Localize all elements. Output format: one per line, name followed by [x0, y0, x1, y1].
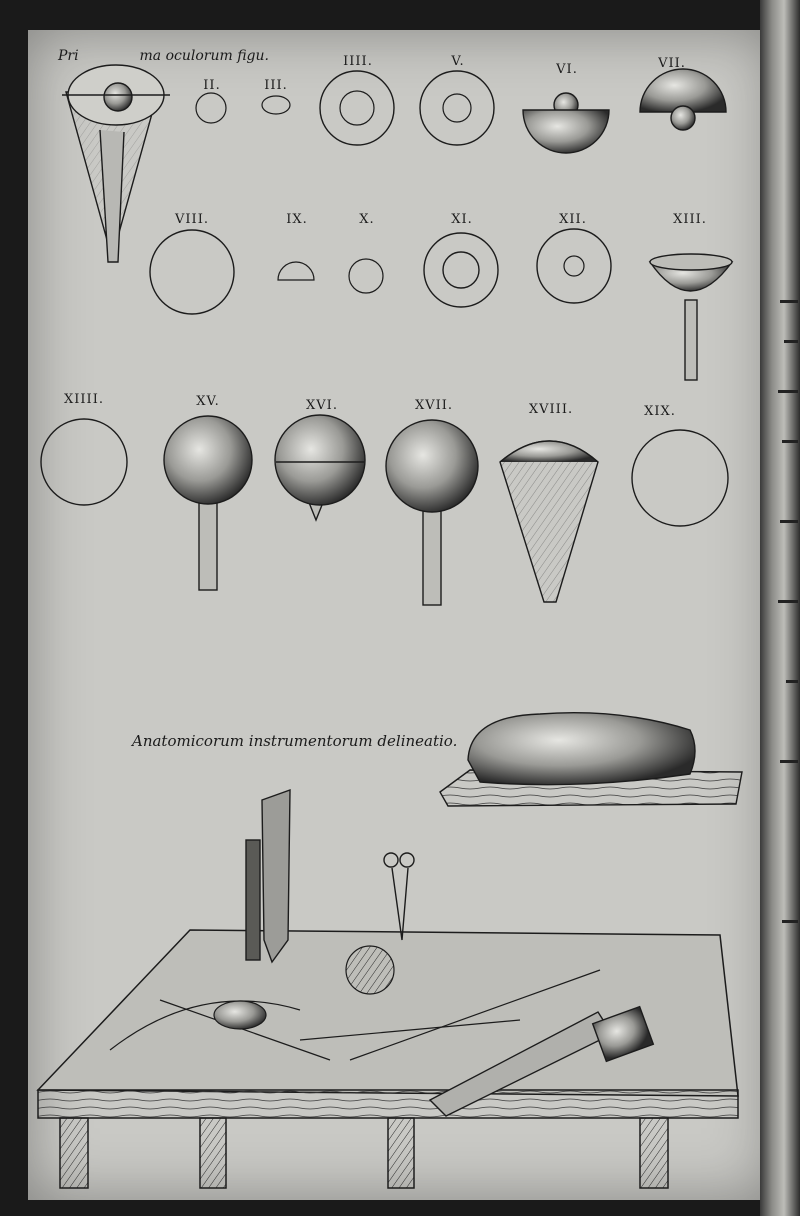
fig-label-3: III. — [264, 78, 288, 93]
fig-label-18: XVIII. — [528, 402, 574, 417]
pig-on-board-icon — [439, 712, 743, 807]
fig-label-6: VI. — [556, 62, 578, 77]
instruments-pile-icon — [109, 945, 601, 1061]
eyeball-with-nerve-icon — [274, 414, 366, 522]
fig-label-11: XI. — [451, 212, 473, 227]
fig-label-14: XIIII. — [64, 392, 104, 407]
eyeball-icon — [348, 258, 384, 294]
eye-diagram-icon — [62, 64, 170, 263]
fig-label-7: VII. — [658, 56, 686, 71]
book-gutter — [760, 0, 800, 1216]
fig-label-9: IX. — [286, 212, 308, 227]
hemisphere-icon — [522, 92, 610, 154]
eyeball-with-nerve-icon — [385, 419, 479, 606]
eyeball-icon — [195, 92, 227, 124]
iris-ring-icon — [319, 70, 395, 146]
iris-ring-icon — [423, 232, 499, 308]
header-caption: ma oculorum figu. — [139, 48, 269, 64]
fig-label-12: XII. — [559, 212, 587, 227]
eyeball-icon — [40, 418, 128, 506]
hemisphere-icon — [639, 68, 727, 131]
fig-label-13: XIII. — [673, 212, 707, 227]
hemisphere-icon — [277, 261, 315, 281]
iris-ring-icon — [536, 228, 612, 304]
scissors-icon — [383, 852, 415, 941]
muscle-cone-icon — [499, 440, 599, 603]
eyeball-icon — [149, 229, 235, 315]
header-prefix: Pri — [58, 48, 79, 64]
fig-label-16: XVI. — [306, 398, 338, 413]
instruments-caption: Anatomicorum instrumentorum delineatio. — [132, 732, 458, 750]
fig-label-4: IIII. — [343, 54, 373, 69]
iris-ring-icon — [419, 70, 495, 146]
fig-label-5: V. — [451, 54, 465, 69]
fig-label-19: XIX. — [644, 404, 676, 419]
eyeball-with-nerve-icon — [163, 415, 253, 591]
lens-icon — [261, 95, 291, 115]
knife-icon — [245, 789, 291, 964]
eyeball-icon — [631, 429, 729, 527]
fig-label-8: VIII. — [175, 212, 209, 227]
fig-label-15: XV. — [196, 394, 220, 409]
fig-label-2: II. — [203, 78, 221, 93]
fig-label-10: X. — [359, 212, 375, 227]
fig-label-17: XVII. — [414, 398, 454, 413]
funnel-icon — [648, 253, 734, 381]
figure-header: Pri ma oculorum figu. — [58, 48, 269, 64]
mallet-icon — [591, 1005, 655, 1063]
